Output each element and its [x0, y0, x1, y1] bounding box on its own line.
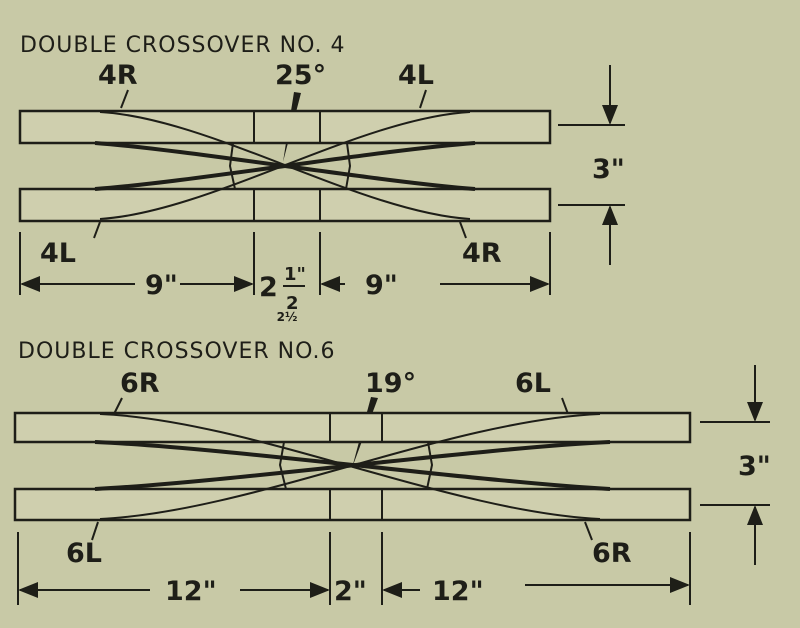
dim-left: 9" [145, 270, 178, 301]
leader-line [93, 221, 101, 239]
center-section-lines [253, 111, 321, 221]
diagram-title: DOUBLE CROSSOVER NO.6 [18, 339, 336, 364]
center-section-lines [329, 413, 383, 520]
leader-line [459, 221, 467, 239]
label-top-right: 4L [398, 60, 434, 91]
label-bottom-left: 4L [40, 238, 76, 269]
dim-center-numerator: 1" [284, 264, 306, 285]
dim-center-denominator: 2 [286, 293, 299, 314]
leader-line [419, 89, 427, 109]
leader-line [91, 521, 99, 541]
frog-lines [278, 441, 434, 490]
label-top-left: 6R [120, 368, 160, 399]
double-crossover-no6: DOUBLE CROSSOVER NO.6 6R 19° 6L 6L 6R 12… [13, 339, 771, 607]
frog-lines [228, 142, 352, 190]
label-top-right: 6L [515, 368, 551, 399]
bottom-track [18, 187, 552, 223]
extension-lines [17, 532, 691, 605]
leader-line [113, 397, 123, 415]
dim-right: 12" [432, 576, 484, 607]
top-track [13, 411, 692, 444]
label-bottom-right: 4R [462, 238, 502, 269]
top-track [18, 109, 552, 145]
label-angle: 19° [365, 368, 416, 399]
bottom-track [13, 487, 692, 522]
dim-spacing: 3" [592, 154, 625, 185]
double-crossover-no4: DOUBLE CROSSOVER NO. 4 4R 25° 4L 4L 4R 9… [18, 33, 625, 324]
leader-line [120, 89, 129, 109]
dim-spacing: 3" [738, 451, 771, 482]
dim-center-whole: 2 [259, 272, 278, 303]
extension-lines [19, 232, 551, 295]
dim-right: 9" [365, 270, 398, 301]
dim-center: 2½ [277, 310, 298, 324]
label-angle: 25° [275, 60, 326, 91]
crossover-curve [94, 440, 611, 491]
label-bottom-left: 6L [66, 538, 102, 569]
crossover-curve [94, 141, 476, 191]
dim-left: 12" [165, 576, 217, 607]
dim-center: 2" [334, 576, 367, 607]
diagram-title: DOUBLE CROSSOVER NO. 4 [20, 33, 346, 58]
leader-line [561, 397, 569, 415]
label-bottom-right: 6R [592, 538, 632, 569]
label-top-left: 4R [98, 60, 138, 91]
leader-line [584, 521, 593, 541]
